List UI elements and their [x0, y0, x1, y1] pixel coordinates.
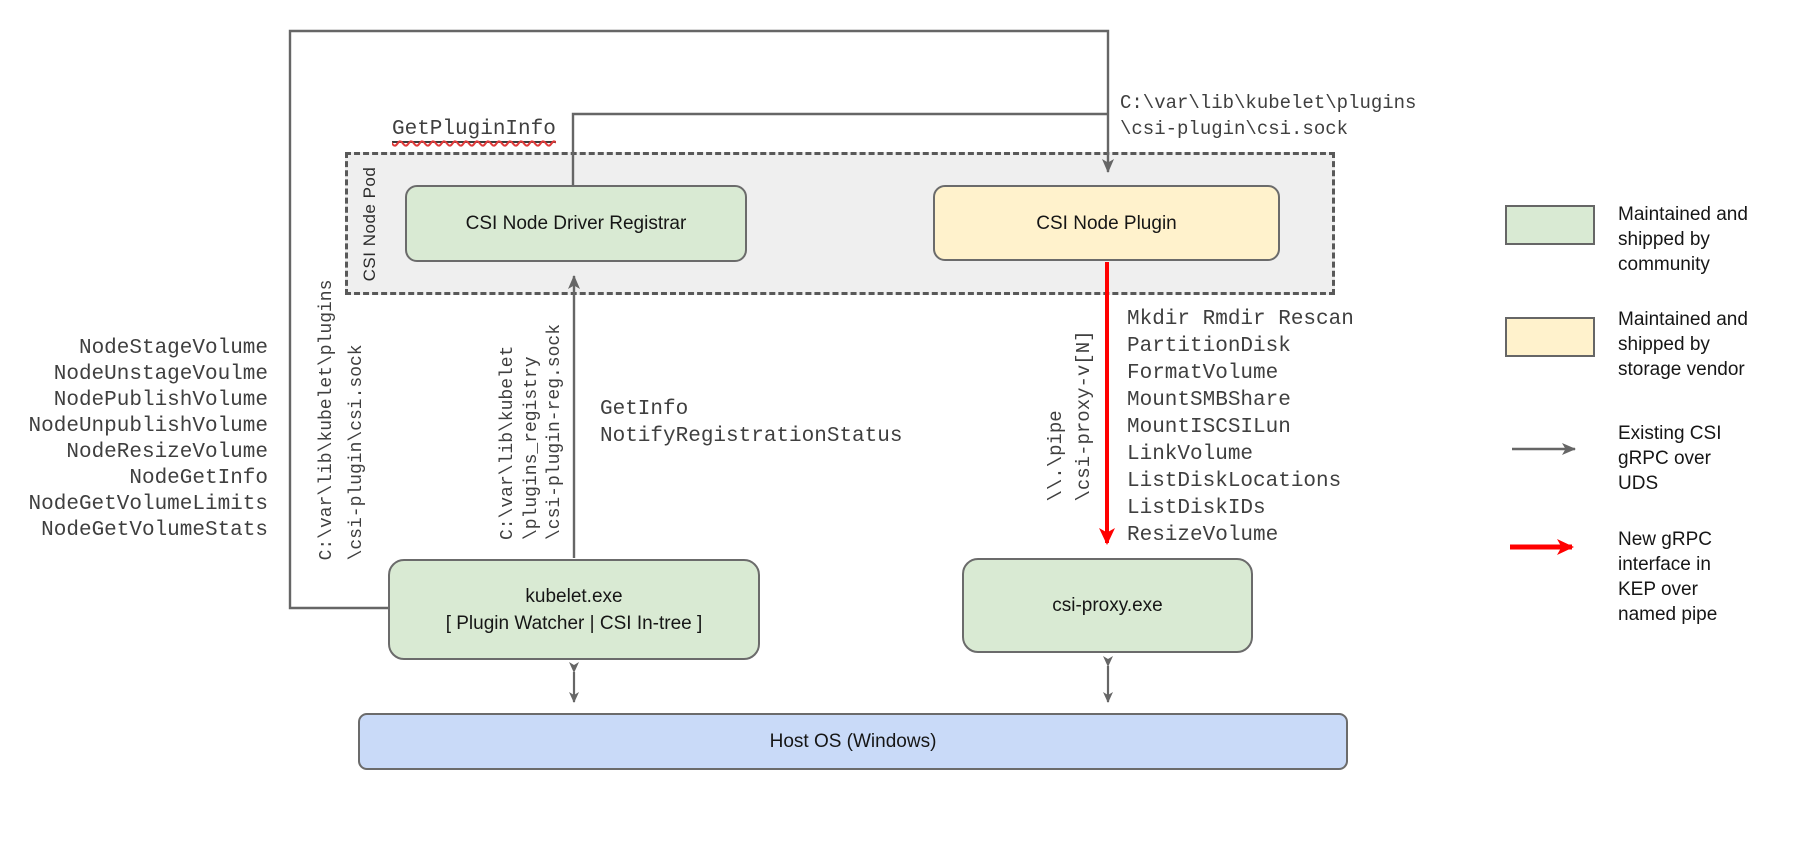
registration-sock-path-label: C:\var\lib\kubelet \plugins_registry \cs…	[497, 323, 565, 541]
csi-proxy-box: csi-proxy.exe	[962, 558, 1253, 653]
legend-vendor-swatch	[1505, 317, 1595, 357]
csi-node-plugin-box: CSI Node Plugin	[933, 185, 1280, 261]
legend-pipe-text: New gRPC interface in KEP over named pip…	[1618, 529, 1718, 625]
legend-vendor-text: Maintained and shipped by storage vendor	[1618, 309, 1748, 380]
legend-uds-text: Existing CSI gRPC over UDS	[1618, 423, 1722, 494]
registration-methods-label: GetInfo NotifyRegistrationStatus	[600, 398, 903, 448]
kubelet-label-line1: kubelet.exe	[525, 585, 623, 607]
csi-node-driver-registrar-box: CSI Node Driver Registrar	[405, 185, 747, 262]
pipe-path-label: \\.\pipe \csi-proxy-v[N]	[1045, 330, 1095, 502]
csi-proxy-label: csi-proxy.exe	[1052, 595, 1163, 616]
host-os-box: Host OS (Windows)	[358, 713, 1348, 770]
registrar-getplugininfo-line	[571, 112, 1108, 187]
proxy-methods-list: Mkdir Rmdir Rescan PartitionDisk FormatV…	[1127, 308, 1354, 547]
kubelet-csi-methods-list: NodeStageVolume NodeUnstageVoulme NodePu…	[28, 337, 268, 542]
kubelet-label-line2: [ Plugin Watcher | CSI In-tree ]	[445, 612, 703, 634]
csi-sock-path-label: C:\var\lib\kubelet\plugins \csi-plugin\c…	[1120, 92, 1417, 140]
get-plugin-info-text: GetPluginInfo	[392, 118, 556, 143]
kubelet-box: kubelet.exe [ Plugin Watcher | CSI In-tr…	[388, 559, 760, 660]
legend-community-swatch	[1505, 205, 1595, 245]
host-os-label: Host OS (Windows)	[769, 731, 937, 752]
plugin-label: CSI Node Plugin	[1036, 212, 1177, 234]
registrar-label: CSI Node Driver Registrar	[465, 213, 687, 234]
kubelet-to-plugin-uds-line	[288, 29, 1114, 610]
get-plugin-info-label: GetPluginInfo	[392, 118, 556, 143]
legend-community-text: Maintained and shipped by community	[1618, 204, 1748, 275]
csi-sock-path-vertical-label: C:\var\lib\kubelet\plugins \csi-plugin\c…	[317, 279, 367, 561]
